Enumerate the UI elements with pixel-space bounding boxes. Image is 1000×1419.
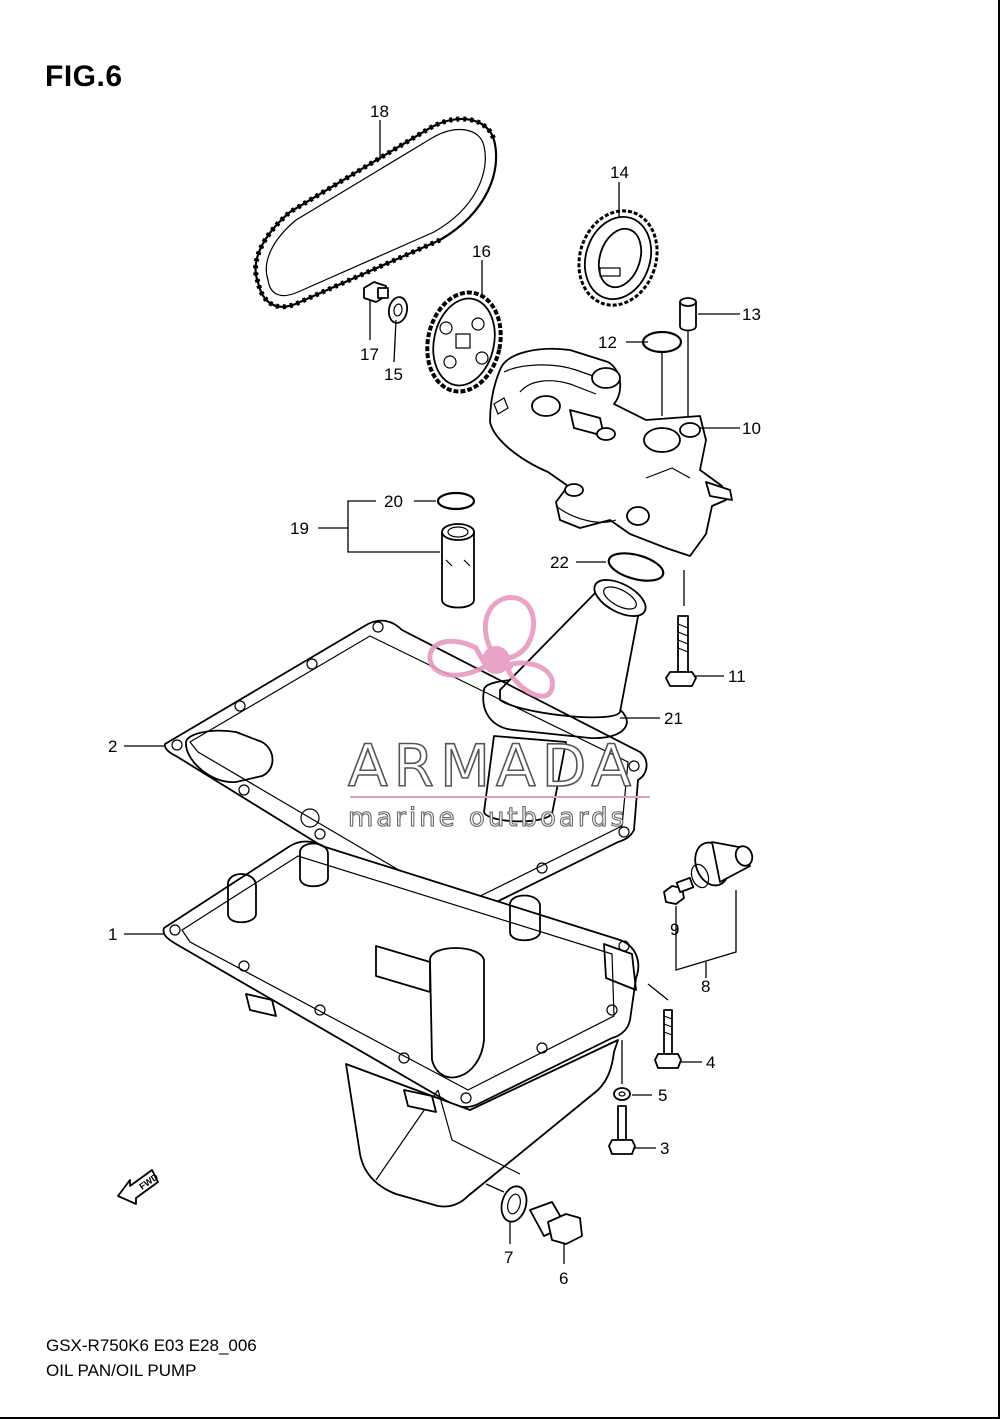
part-8-oil-pressure-switch xyxy=(690,841,754,889)
callout-5: 5 xyxy=(658,1086,667,1105)
callout-19: 19 xyxy=(290,519,309,538)
callout-20: 20 xyxy=(384,492,403,511)
callout-11: 11 xyxy=(728,667,746,686)
callout-13: 13 xyxy=(742,305,761,324)
callout-12: 12 xyxy=(598,333,617,352)
section-name: OIL PAN/OIL PUMP xyxy=(46,1361,197,1380)
part-5-washer xyxy=(613,1087,631,1101)
part-11-pump-bolt xyxy=(665,615,697,687)
part-16-oil-pump-driven-sprocket xyxy=(425,290,503,394)
part-3-oil-pan-bolt-short xyxy=(608,1105,636,1155)
part-1-oil-pan xyxy=(162,840,640,1208)
armada-logo-icon xyxy=(427,595,555,699)
figure-footer: GSX-R750K6 E03 E28_006 OIL PAN/OIL PUMP xyxy=(46,1333,257,1383)
callout-16: 16 xyxy=(472,242,491,261)
watermark-tagline: marine outboards xyxy=(348,803,627,833)
model-code: GSX-R750K6 E03 E28_006 xyxy=(46,1336,257,1355)
callout-1: 1 xyxy=(108,925,117,944)
callout-18: 18 xyxy=(370,102,389,121)
part-14-oil-pump-drive-sprocket xyxy=(577,209,659,307)
arrow-left-icon: FWD xyxy=(117,1169,160,1205)
callout-9: 9 xyxy=(670,920,679,939)
callout-4: 4 xyxy=(706,1053,715,1072)
part-22-o-ring xyxy=(607,552,665,582)
callout-3: 3 xyxy=(660,1139,669,1158)
part-12-o-ring xyxy=(641,330,683,354)
part-20-o-ring xyxy=(436,491,476,511)
callout-22: 22 xyxy=(550,553,569,572)
figure-title: FIG.6 xyxy=(45,60,123,93)
part-17-sprocket-bolt xyxy=(363,281,389,303)
callout-7: 7 xyxy=(504,1248,513,1267)
callout-21: 21 xyxy=(664,709,683,728)
part-19-oil-pipe xyxy=(441,523,475,609)
callout-14: 14 xyxy=(610,163,629,182)
leader-lines xyxy=(124,120,740,1264)
part-4-oil-pan-bolt-long xyxy=(654,1009,682,1069)
watermark-brand: ARMADA xyxy=(348,732,637,800)
callout-8: 8 xyxy=(701,977,710,996)
part-7-drain-plug-gasket xyxy=(500,1185,528,1223)
callout-10: 10 xyxy=(742,419,761,438)
callout-6: 6 xyxy=(559,1269,568,1288)
callout-15: 15 xyxy=(384,365,403,384)
part-9-switch-bolt xyxy=(663,877,695,905)
part-18-oil-pump-chain xyxy=(253,116,498,310)
part-10-oil-pump-assembly xyxy=(489,347,733,557)
part-6-oil-drain-plug xyxy=(529,1201,583,1245)
part-2-oil-pan-gasket xyxy=(163,619,648,923)
callout-17: 17 xyxy=(360,345,379,364)
callout-labels: 18 14 16 17 15 12 13 10 20 19 22 11 21 2… xyxy=(108,102,761,1288)
part-13-dowel-pin xyxy=(679,297,697,332)
part-15-washer xyxy=(387,296,409,324)
callout-2: 2 xyxy=(108,737,117,756)
